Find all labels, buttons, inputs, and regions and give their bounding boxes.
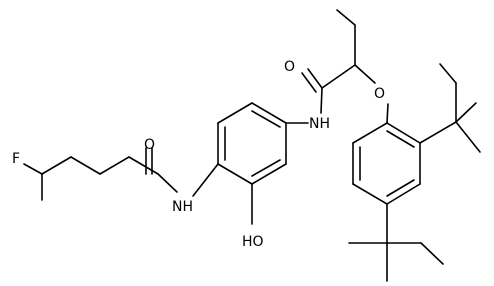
di-tert-amylphenyl-ring [352, 122, 421, 205]
fluorine-label: F [12, 151, 20, 167]
tert-amyl-upper [419, 63, 481, 153]
carbonyl-o-left-label: O [144, 137, 155, 153]
amide-nh-right-label: NH [309, 116, 330, 132]
carbonyl-o-right-label: O [284, 59, 295, 75]
carbonyl-left [145, 147, 153, 175]
fluoropentanoyl-chain [23, 156, 178, 201]
ether-o-label: O [374, 86, 385, 102]
tert-amyl-lower [348, 203, 444, 282]
butanamide-chain [301, 9, 389, 124]
hydroxyl-label: HO [242, 234, 264, 250]
amide-nh-left-label: NH [172, 199, 193, 215]
hydroxyphenyl-ring [192, 102, 309, 225]
